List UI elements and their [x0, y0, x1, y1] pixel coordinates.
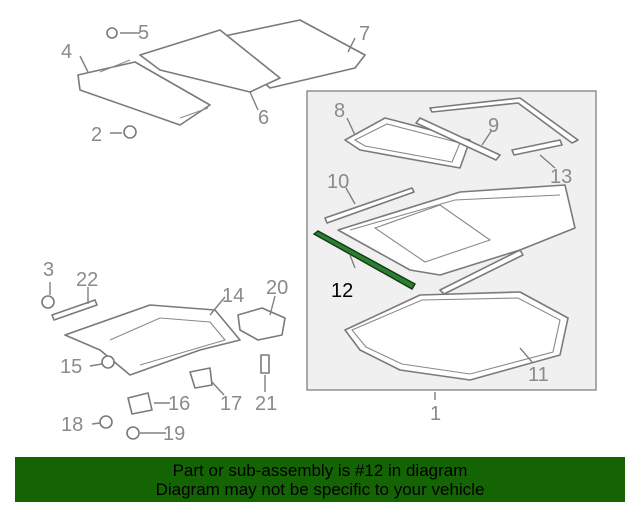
- callout-14: 14: [222, 285, 244, 307]
- part-9-weatherstrip[interactable]: [415, 117, 501, 161]
- part-15-bolt[interactable]: [101, 355, 115, 369]
- callout-7: 7: [359, 23, 370, 45]
- part-5-screw[interactable]: [106, 27, 118, 39]
- part-8-glass[interactable]: [344, 117, 471, 169]
- callout-18: 18: [61, 414, 83, 436]
- callout-3: 3: [43, 259, 54, 281]
- callout-20: 20: [266, 277, 288, 299]
- callout-1: 1: [430, 403, 441, 425]
- part-10-rail[interactable]: [324, 187, 415, 224]
- callout-2: 2: [91, 124, 102, 146]
- part-6-glass-panel[interactable]: [139, 29, 281, 93]
- part-9-top-strip[interactable]: [429, 97, 579, 144]
- part-11-seal[interactable]: [344, 291, 569, 381]
- callout-8: 8: [334, 100, 345, 122]
- part-3-grommet[interactable]: [41, 295, 55, 309]
- callout-21: 21: [255, 393, 277, 415]
- part-12-highlighted[interactable]: [312, 230, 416, 290]
- callout-10: 10: [327, 171, 349, 193]
- part-16-bracket[interactable]: [127, 392, 153, 415]
- part-17-clip[interactable]: [189, 367, 213, 389]
- part-4-sunshade[interactable]: [77, 61, 211, 126]
- part-21-bolt[interactable]: [260, 354, 270, 374]
- callout-9: 9: [488, 115, 499, 137]
- part-14-frame[interactable]: [64, 304, 241, 376]
- part-19-nut[interactable]: [126, 426, 140, 440]
- callout-17: 17: [220, 393, 242, 415]
- callout-11: 11: [528, 364, 549, 386]
- callout-6: 6: [258, 107, 269, 129]
- callout-13: 13: [550, 166, 572, 188]
- part-2-clip[interactable]: [123, 125, 137, 139]
- part-20-motor[interactable]: [237, 307, 286, 341]
- banner-part-note: Part or sub-assembly is #12 in diagram: [172, 461, 468, 480]
- part-18-bolt[interactable]: [99, 415, 113, 429]
- part-11-drain-seal[interactable]: [439, 249, 524, 295]
- callout-15: 15: [60, 356, 82, 378]
- callout-22: 22: [76, 269, 98, 291]
- part-22-strip[interactable]: [51, 299, 98, 321]
- banner-disclaimer: Diagram may not be specific to your vehi…: [155, 480, 485, 499]
- callout-19: 19: [163, 423, 185, 445]
- callout-16: 16: [168, 393, 190, 415]
- callout-5: 5: [138, 22, 149, 44]
- part-13-strip[interactable]: [511, 139, 563, 156]
- sunroof-frame[interactable]: [337, 184, 576, 276]
- info-banner: Part or sub-assembly is #12 in diagram D…: [15, 457, 625, 502]
- callout-12: 12: [331, 280, 353, 302]
- callout-4: 4: [61, 41, 72, 63]
